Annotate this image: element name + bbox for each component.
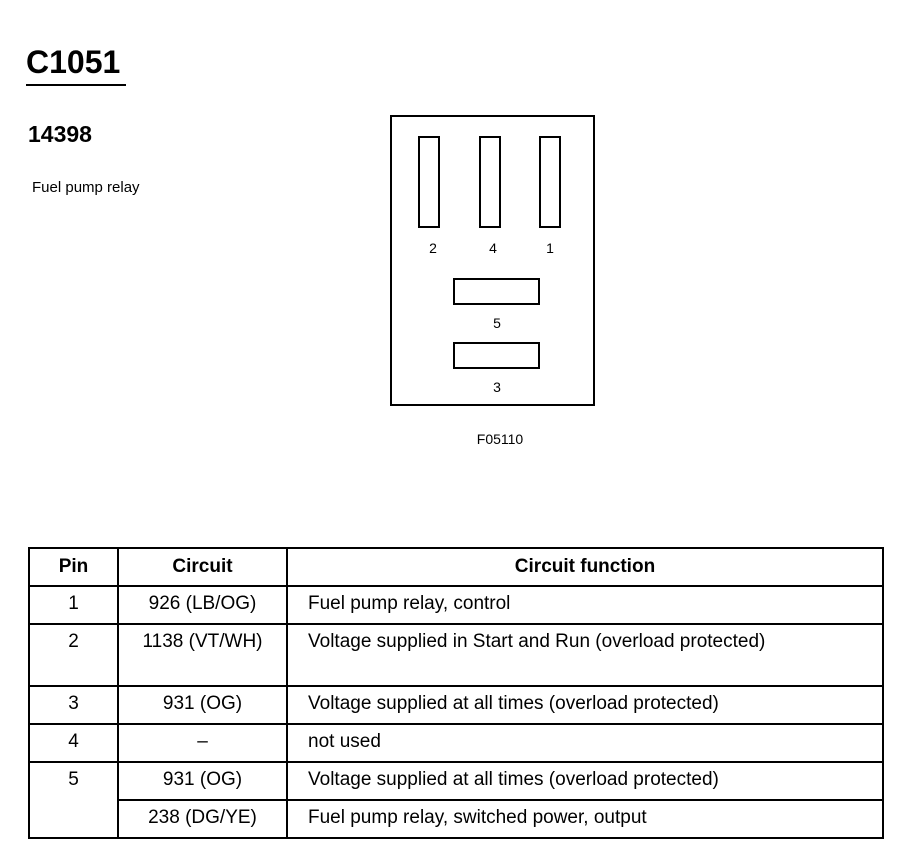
table-row: 2 1138 (VT/WH) Voltage supplied in Start… <box>28 623 884 687</box>
pinout-table: Pin Circuit Circuit function 1 926 (LB/O… <box>28 547 884 839</box>
table-row: 4 – not used <box>28 723 884 763</box>
circuit-cell: 931 (OG) <box>117 685 288 725</box>
circuit-cell: 931 (OG) <box>117 761 288 801</box>
pin-label-2: 2 <box>429 240 437 256</box>
component-name: Fuel pump relay <box>32 179 140 196</box>
pin-cell: 4 <box>28 723 119 763</box>
header-circuit-function: Circuit function <box>286 547 884 587</box>
function-cell: not used <box>286 723 884 763</box>
header-circuit: Circuit <box>117 547 288 587</box>
pin-cell: 5 <box>28 761 119 839</box>
pin-terminal-1 <box>539 136 561 228</box>
pin-label-3: 3 <box>493 379 501 395</box>
pin-label-4: 4 <box>489 240 497 256</box>
table-row: 238 (DG/YE) Fuel pump relay, switched po… <box>29 799 884 839</box>
function-cell: Fuel pump relay, switched power, output <box>286 799 884 839</box>
table-header-row: Pin Circuit Circuit function <box>28 547 884 587</box>
table-row: 5 931 (OG) Voltage supplied at all times… <box>28 761 884 839</box>
circuit-cell: – <box>117 723 288 763</box>
function-cell: Voltage supplied in Start and Run (overl… <box>286 623 884 687</box>
circuit-cell: 926 (LB/OG) <box>117 585 288 625</box>
connector-housing <box>390 115 595 406</box>
table-row: 3 931 (OG) Voltage supplied at all times… <box>28 685 884 725</box>
pin-label-1: 1 <box>546 240 554 256</box>
header-pin: Pin <box>28 547 119 587</box>
pin-terminal-5 <box>453 278 540 305</box>
connector-id: C1051 <box>26 44 121 80</box>
pin-cell: 2 <box>28 623 119 687</box>
pin-terminal-2 <box>418 136 440 228</box>
circuit-cell: 238 (DG/YE) <box>117 799 288 839</box>
figure-code: F05110 <box>476 431 524 447</box>
part-number: 14398 <box>28 121 92 147</box>
connector-face-diagram: 2 4 1 5 3 <box>390 115 595 406</box>
pin-label-5: 5 <box>493 315 501 331</box>
function-cell: Voltage supplied at all times (overload … <box>286 761 884 801</box>
circuit-cell: 1138 (VT/WH) <box>117 623 288 687</box>
pin-terminal-3 <box>453 342 540 369</box>
function-cell: Fuel pump relay, control <box>286 585 884 625</box>
pin-cell: 3 <box>28 685 119 725</box>
title-underline <box>26 84 126 86</box>
function-cell: Voltage supplied at all times (overload … <box>286 685 884 725</box>
pin-terminal-4 <box>479 136 501 228</box>
pin-cell: 1 <box>28 585 119 625</box>
table-row: 1 926 (LB/OG) Fuel pump relay, control <box>28 585 884 625</box>
